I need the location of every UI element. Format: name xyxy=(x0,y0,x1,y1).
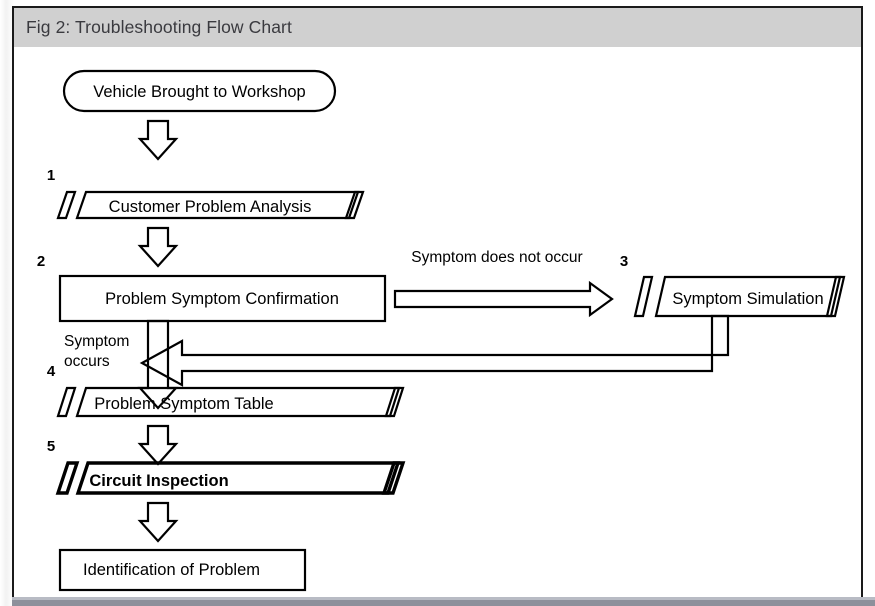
banner-right-tick-5 xyxy=(381,461,406,495)
step1-label: Customer Problem Analysis xyxy=(109,198,312,216)
block-arrow-down-icon xyxy=(137,424,179,466)
arrow-step5-to-identification xyxy=(137,501,179,543)
arrow-step1-to-step2 xyxy=(137,226,179,268)
flowchart-canvas: Vehicle Brought to Workshop 1 Customer P… xyxy=(14,47,861,597)
node-identification-of-problem: Identification of Problem xyxy=(58,548,307,592)
edge-symptom-occurs: Symptom occurs xyxy=(64,319,179,410)
edge-symptom-does-not-occur: Symptom does not occur xyxy=(393,249,614,318)
step-number-5: 5 xyxy=(47,438,55,455)
step4-label: Problem Symptom Table xyxy=(94,395,273,413)
figure-frame: Fig 2: Troubleshooting Flow Chart Vehicl… xyxy=(12,6,863,597)
block-arrow-right-icon xyxy=(393,280,614,318)
page-bottom-strip xyxy=(12,597,875,606)
banner-left-tick-1 xyxy=(56,190,77,220)
node-step1: 1 Customer Problem Analysis xyxy=(47,167,365,220)
identification-label: Identification of Problem xyxy=(83,561,260,579)
step-number-2: 2 xyxy=(37,253,45,270)
figure-caption-bar xyxy=(14,8,861,47)
banner-left-tick-3 xyxy=(633,275,654,318)
banner-left-tick-4 xyxy=(56,386,77,418)
edge-label-symptom-occurs-line2: occurs xyxy=(64,353,110,370)
step-number-4: 4 xyxy=(47,363,56,380)
edge-label-symptom-occurs-line1: Symptom xyxy=(64,333,129,350)
step2-label: Problem Symptom Confirmation xyxy=(105,290,339,308)
step-number-1: 1 xyxy=(47,167,55,184)
identification-rect-shape xyxy=(58,548,307,592)
arrow-start-to-step1 xyxy=(137,119,179,161)
block-arrow-down-icon xyxy=(137,226,179,268)
node-step5: 5 Circuit Inspection xyxy=(47,438,406,495)
block-arrow-down-icon xyxy=(137,501,179,543)
step3-label: Symptom Simulation xyxy=(672,290,823,308)
step5-label: Circuit Inspection xyxy=(89,472,228,490)
banner-right-tick-3 xyxy=(825,275,846,318)
step2-rect-shape xyxy=(58,274,387,323)
node-step3: 3 Symptom Simulation xyxy=(620,253,846,318)
node-step4: 4 Problem Symptom Table xyxy=(47,363,405,418)
arrow-step4-to-step5 xyxy=(137,424,179,466)
start-terminator-label: Vehicle Brought to Workshop xyxy=(93,83,306,101)
node-step2: 2 Problem Symptom Confirmation xyxy=(37,253,387,323)
start-terminator-shape xyxy=(62,69,337,113)
banner-right-tick-1 xyxy=(344,190,365,220)
node-start: Vehicle Brought to Workshop xyxy=(62,69,337,113)
flowchart-svg: Vehicle Brought to Workshop 1 Customer P… xyxy=(37,69,846,592)
step-number-3: 3 xyxy=(620,253,628,270)
block-arrow-down-icon xyxy=(137,119,179,161)
banner-right-tick-4 xyxy=(384,386,405,418)
edge-return-from-symptom-simulation xyxy=(139,314,730,387)
edge-label-symptom-does-not-occur: Symptom does not occur xyxy=(411,249,582,266)
page-bottom-strip-highlight xyxy=(12,597,875,600)
return-arrow-left-icon xyxy=(139,314,730,387)
figure-caption: Fig 2: Troubleshooting Flow Chart xyxy=(26,17,292,37)
banner-left-tick-5 xyxy=(55,461,80,495)
